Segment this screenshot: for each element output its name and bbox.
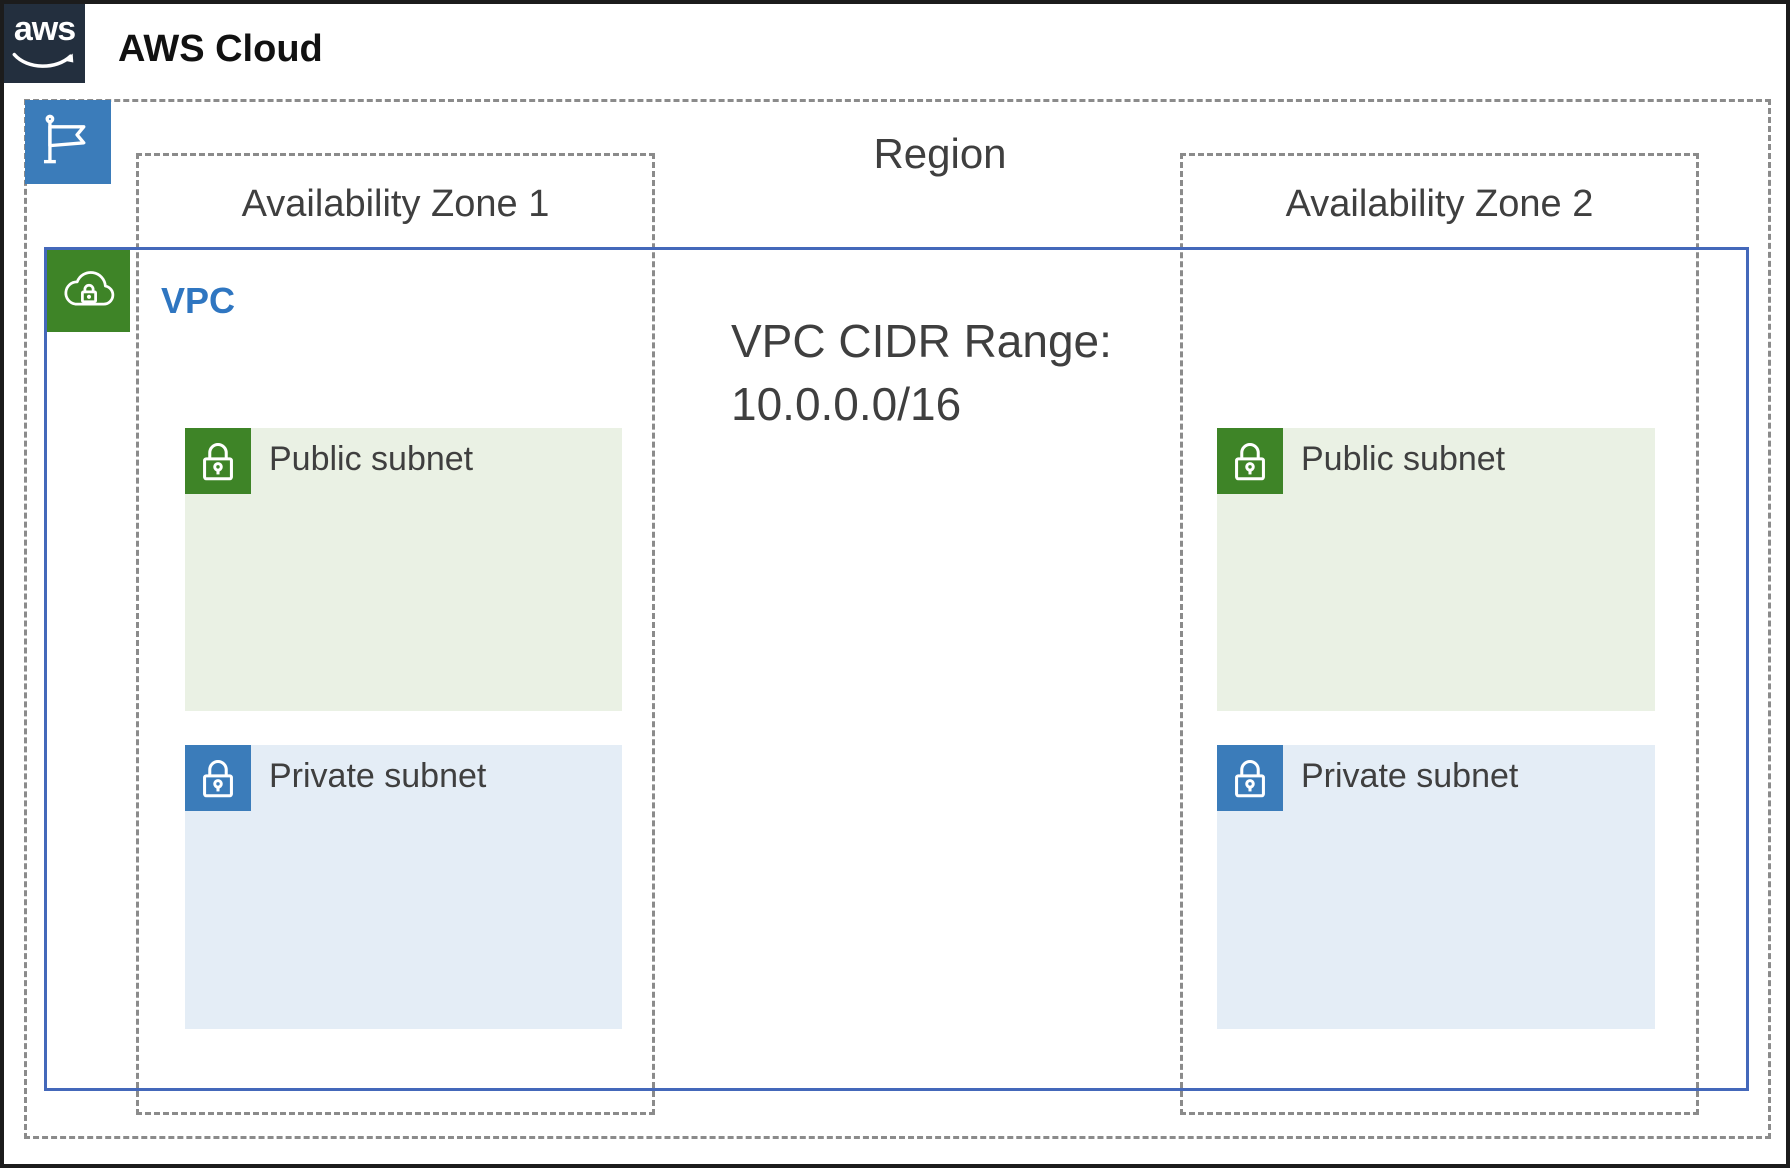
public-subnet-az2-area bbox=[1217, 428, 1655, 711]
private-subnet-lock-icon bbox=[1217, 745, 1283, 811]
private-subnet-az1-area bbox=[185, 745, 622, 1029]
public-subnet-az1: Public subnet bbox=[185, 428, 622, 711]
public-subnet-lock-icon bbox=[185, 428, 251, 494]
public-subnet-label: Public subnet bbox=[269, 439, 474, 478]
vpc-cloud-lock-icon bbox=[47, 250, 130, 332]
private-subnet-az2: Private subnet bbox=[1217, 745, 1655, 1029]
private-subnet-az2-area bbox=[1217, 745, 1655, 1029]
public-subnet-label: Public subnet bbox=[1301, 439, 1506, 478]
availability-zone-2-label: Availability Zone 2 bbox=[1285, 183, 1594, 225]
availability-zone-1-label: Availability Zone 1 bbox=[241, 183, 550, 225]
private-subnet-az1: Private subnet bbox=[185, 745, 622, 1029]
vpc-cidr-line1: VPC CIDR Range: bbox=[731, 315, 1112, 367]
vpc-cidr-line2: 10.0.0.0/16 bbox=[731, 378, 962, 430]
private-subnet-label: Private subnet bbox=[1301, 756, 1519, 795]
aws-smile-arrow-icon bbox=[12, 52, 74, 68]
private-subnet-lock-icon bbox=[185, 745, 251, 811]
vpc-cidr-text: VPC CIDR Range: 10.0.0.0/16 bbox=[731, 310, 1112, 436]
public-subnet-az2: Public subnet bbox=[1217, 428, 1655, 711]
vpc-container bbox=[44, 247, 1749, 1091]
region-label: Region bbox=[873, 130, 1007, 177]
availability-zone-2: Availability Zone 2 bbox=[1180, 153, 1699, 1115]
vpc-label: VPC bbox=[161, 280, 236, 321]
region-container bbox=[24, 99, 1771, 1139]
region-flag-icon bbox=[25, 100, 111, 184]
private-subnet-label: Private subnet bbox=[269, 756, 487, 795]
diagram-title: AWS Cloud bbox=[118, 28, 323, 70]
availability-zone-1: Availability Zone 1 bbox=[136, 153, 655, 1115]
aws-logo-text: aws bbox=[13, 10, 76, 48]
public-subnet-lock-icon bbox=[1217, 428, 1283, 494]
aws-logo: aws bbox=[4, 4, 85, 83]
public-subnet-az1-area bbox=[185, 428, 622, 711]
